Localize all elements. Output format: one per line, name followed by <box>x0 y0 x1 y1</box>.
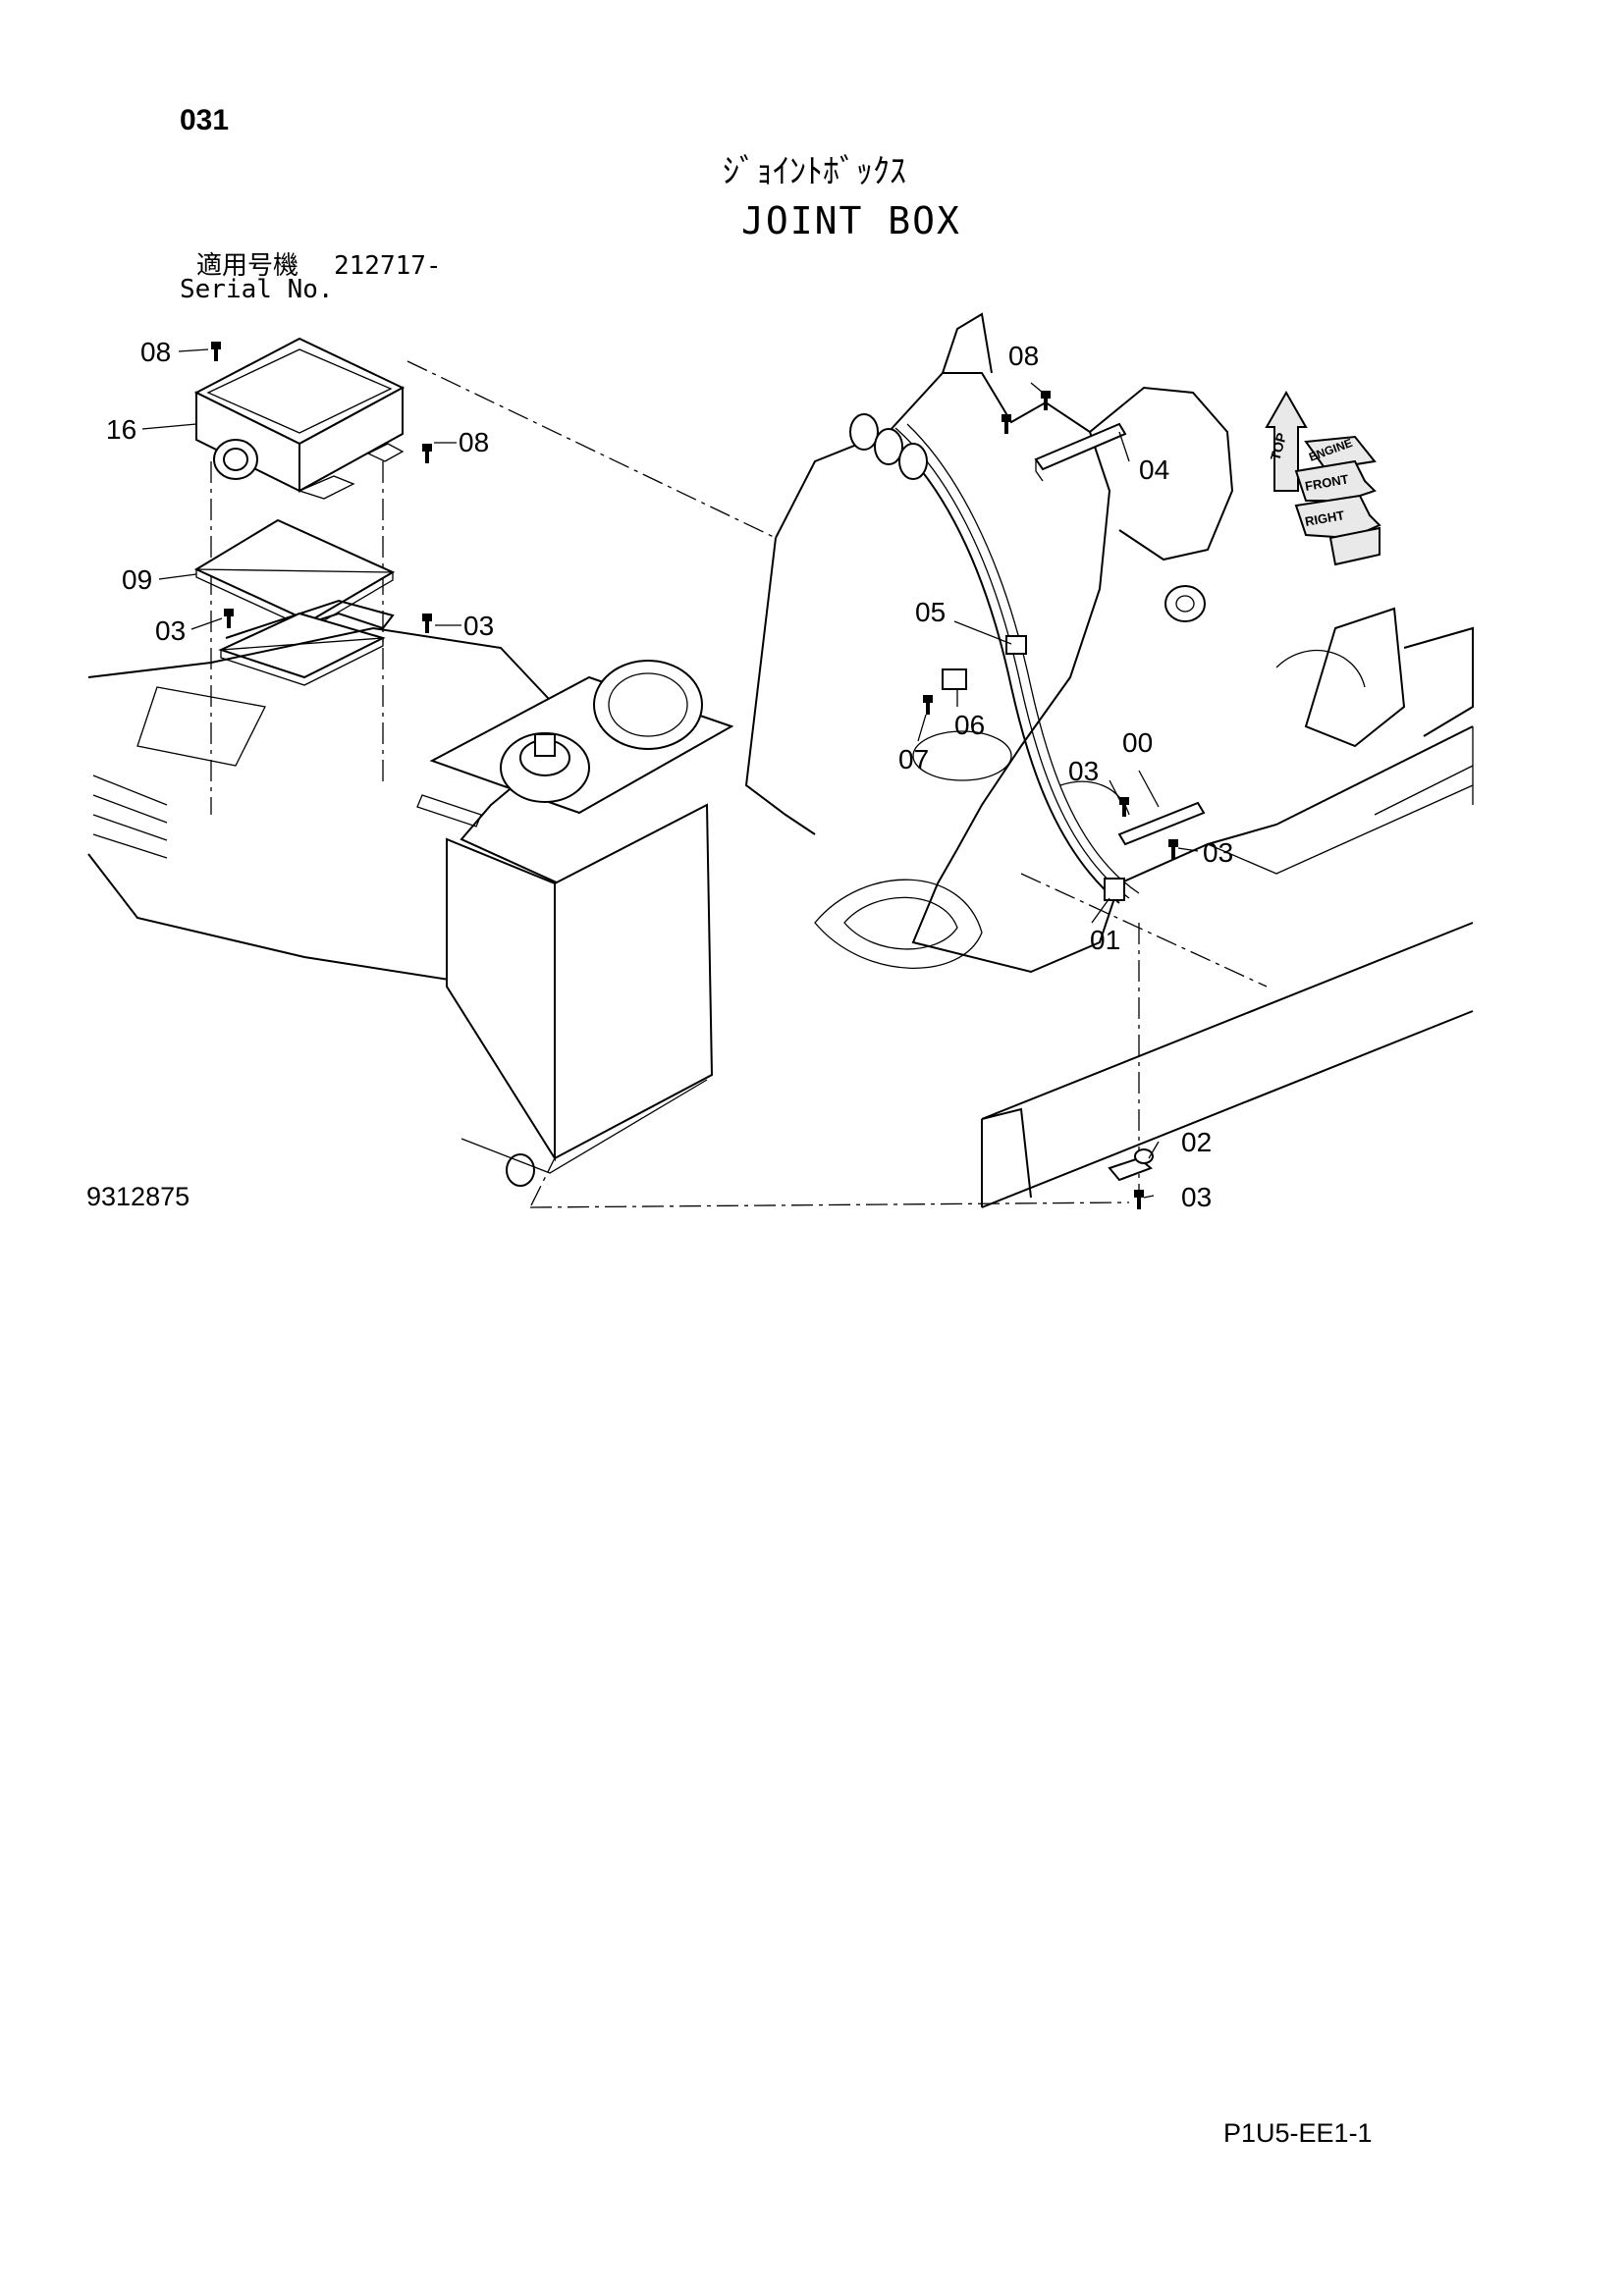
serial-label-english: Serial No. <box>180 275 334 304</box>
joint-box-housing <box>193 337 406 500</box>
leader-lines <box>141 348 1199 1199</box>
top-arrow-icon <box>1265 390 1308 492</box>
front-arrow-icon <box>1294 459 1377 502</box>
callout-02: 02 <box>1181 1127 1212 1157</box>
side-frame <box>981 922 1474 1208</box>
callout-16: 16 <box>106 414 136 445</box>
bolt-08b <box>422 444 432 463</box>
bolt-03d <box>1168 839 1178 859</box>
floor-plate <box>87 626 581 984</box>
clamp-01 <box>1104 878 1125 901</box>
right-arrow-icon <box>1294 494 1381 540</box>
page-code: 031 <box>180 104 230 136</box>
bolt-03e <box>1134 1190 1144 1209</box>
callout-01: 01 <box>1090 925 1120 955</box>
callout-09: 09 <box>122 564 152 595</box>
engine-arrow-icon <box>1304 435 1377 471</box>
orientation-top-label: TOP <box>1267 431 1289 462</box>
callout-03: 03 <box>463 611 494 641</box>
serial-value: 212717- <box>334 251 442 281</box>
callout-05: 05 <box>915 597 946 627</box>
exploded-parts-drawing: TOP ENGINE FRONT RIGHT 08 16 08 09 03 03… <box>87 312 1474 1212</box>
page-reference: P1U5-EE1-1 <box>1223 2118 1373 2148</box>
bolt-03a <box>224 609 234 628</box>
bracket-04 <box>1034 422 1127 482</box>
bolt-08d <box>1001 414 1011 434</box>
clamp-02 <box>1108 1148 1154 1182</box>
callout-00: 00 <box>1122 727 1153 758</box>
clamp-05 <box>1005 635 1027 655</box>
orientation-right-label: RIGHT <box>1304 507 1345 529</box>
wire-harness <box>849 413 1140 904</box>
bolt-03b <box>422 614 432 633</box>
title-japanese: ｼﾞｮｲﾝﾄﾎﾞｯｸｽ <box>723 152 906 191</box>
drawing-number: 9312875 <box>86 1182 190 1211</box>
title-english: JOINT BOX <box>741 199 961 242</box>
bolt-07 <box>923 695 933 715</box>
callout-03: 03 <box>155 615 186 646</box>
plate-09 <box>193 518 396 686</box>
callout-03: 03 <box>1203 837 1233 868</box>
callout-08: 08 <box>140 337 171 367</box>
clamp-06 <box>942 668 967 690</box>
callout-06: 06 <box>954 710 985 740</box>
bolt-08c <box>1041 391 1051 410</box>
bolt-03c <box>1119 797 1129 817</box>
bolt-icons <box>211 342 1178 1209</box>
callout-03: 03 <box>1181 1182 1212 1212</box>
callout-08: 08 <box>459 427 489 457</box>
orientation-indicator: TOP ENGINE FRONT RIGHT <box>1265 390 1381 566</box>
bolt-08a <box>211 342 221 361</box>
hydraulic-tank <box>429 660 734 1187</box>
bracket-00 <box>1117 801 1206 846</box>
serial-label-japanese: 適用号機 <box>196 251 299 281</box>
callout-04: 04 <box>1139 454 1169 485</box>
callout-08: 08 <box>1008 341 1039 371</box>
callout-labels: 08 16 08 09 03 03 08 04 05 06 07 03 00 0… <box>106 337 1233 1212</box>
swing-frame <box>744 312 1474 974</box>
callout-03: 03 <box>1068 756 1099 786</box>
callout-07: 07 <box>898 744 929 774</box>
